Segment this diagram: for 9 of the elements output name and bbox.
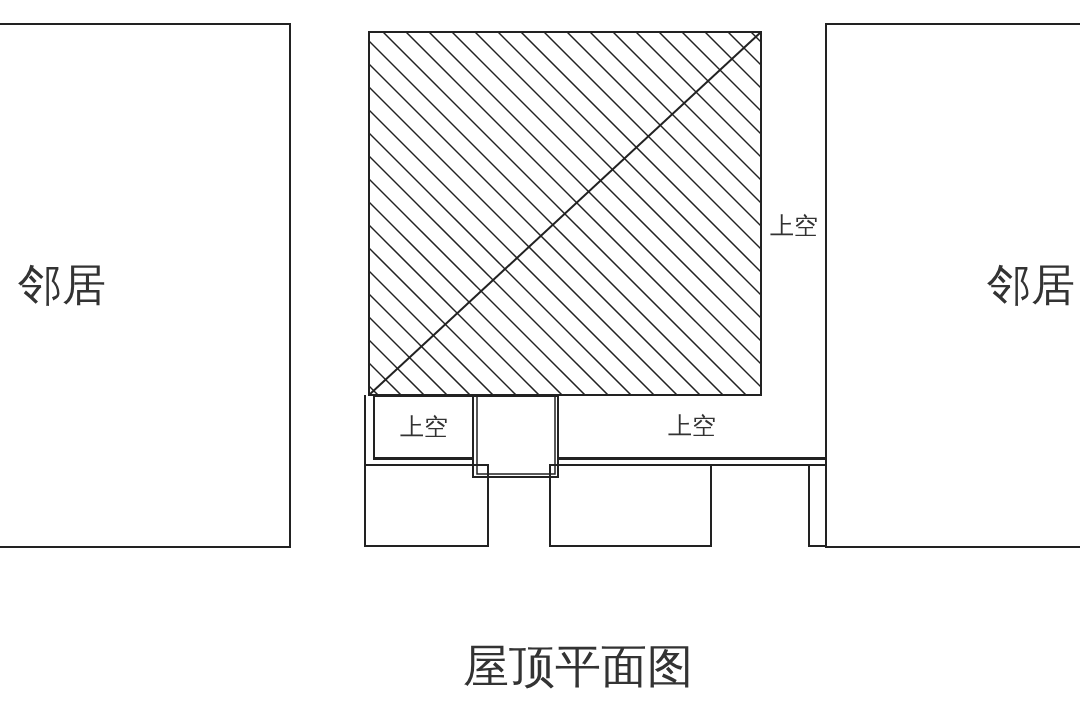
room-label: 邻居 (18, 258, 106, 312)
drawing-title: 屋顶平面图 (463, 638, 693, 695)
neighbour-building (0, 23, 291, 548)
room-label: 上空 (668, 411, 716, 442)
neighbour-building (825, 23, 1080, 548)
room-label: 上空 (400, 412, 448, 443)
room-label: 上空 (770, 211, 818, 242)
room-label: 邻居 (987, 258, 1075, 312)
open-void-area (373, 395, 473, 460)
